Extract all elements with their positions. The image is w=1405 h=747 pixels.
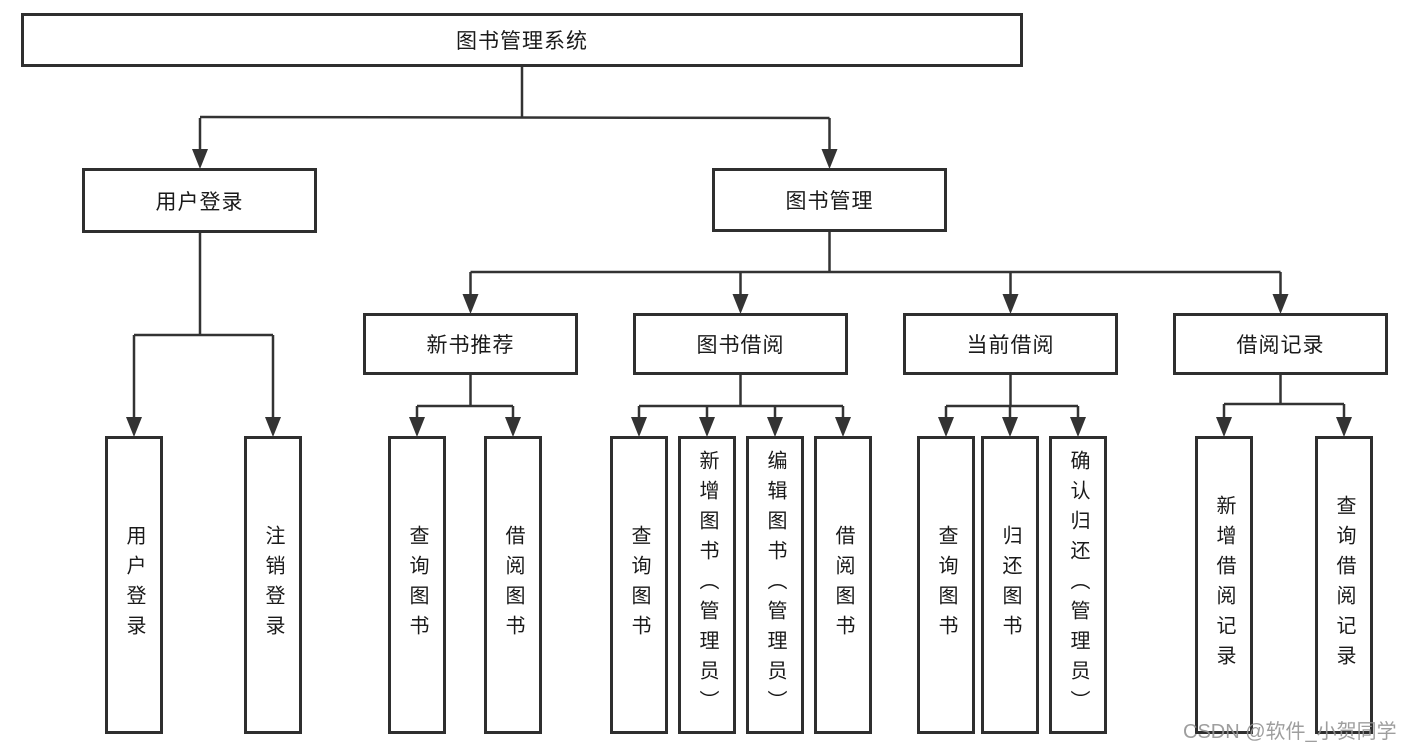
node-leaf-return-book-label: 归还图书: [999, 525, 1021, 645]
arrowhead: [126, 417, 142, 437]
node-book-management-label: 图书管理: [785, 190, 874, 213]
connector-borrowing-records-to-leaves: [1216, 375, 1352, 437]
node-leaf-add-borrow-record: 新增借阅记录: [1195, 436, 1253, 734]
node-book-management: 图书管理: [712, 168, 947, 232]
node-root: 图书管理系统: [21, 13, 1023, 67]
arrowhead: [835, 417, 851, 437]
connector-root-to-level2: [192, 67, 838, 169]
node-root-label: 图书管理系统: [456, 30, 588, 53]
node-leaf-edit-book-admin-label: 编辑图书（管理员）: [764, 450, 786, 720]
node-leaf-return-book: 归还图书: [981, 436, 1039, 734]
connector-book-borrowing-to-leaves: [631, 375, 851, 437]
arrowhead: [1070, 417, 1086, 437]
node-leaf-borrow-books-recommend: 借阅图书: [484, 436, 542, 734]
node-borrowing-records: 借阅记录: [1173, 313, 1388, 375]
connector-current-borrowing-to-leaves: [938, 375, 1086, 437]
node-borrowing-records-label: 借阅记录: [1236, 334, 1325, 357]
node-leaf-logout: 注销登录: [244, 436, 302, 734]
node-user-login-label: 用户登录: [155, 190, 244, 214]
arrowhead: [192, 149, 208, 169]
node-leaf-add-book-admin-label: 新增图书（管理员）: [696, 450, 718, 720]
arrowhead: [1336, 417, 1352, 437]
arrowhead: [505, 417, 521, 437]
node-leaf-borrow-books-recommend-label: 借阅图书: [502, 525, 524, 645]
node-leaf-add-borrow-record-label: 新增借阅记录: [1213, 495, 1235, 675]
node-leaf-edit-book-admin: 编辑图书（管理员）: [746, 436, 804, 734]
arrowhead: [1002, 417, 1018, 437]
node-leaf-query-books-borrow-label: 查询图书: [628, 525, 650, 645]
node-leaf-user-login-label: 用户登录: [123, 525, 145, 645]
node-current-borrowing-label: 当前借阅: [966, 334, 1055, 357]
connector-user-login-to-leaves: [126, 233, 281, 437]
arrowhead: [1002, 294, 1019, 314]
arrowhead: [462, 294, 479, 314]
connector-new-book-recommend-to-leaves: [409, 375, 521, 437]
node-leaf-logout-label: 注销登录: [262, 525, 284, 645]
node-leaf-confirm-return-admin: 确认归还（管理员）: [1049, 436, 1107, 734]
csdn-watermark: CSDN @软件_小贺同学: [1183, 721, 1397, 743]
node-user-login: 用户登录: [82, 168, 317, 233]
arrowhead: [821, 149, 838, 169]
node-leaf-borrow-books-borrow-label: 借阅图书: [832, 525, 854, 645]
node-new-book-recommend-label: 新书推荐: [426, 334, 515, 357]
arrowhead: [938, 417, 954, 437]
node-current-borrowing: 当前借阅: [903, 313, 1118, 375]
node-leaf-query-borrow-record-label: 查询借阅记录: [1333, 495, 1355, 675]
arrowhead: [265, 417, 281, 437]
node-leaf-query-books-borrow: 查询图书: [610, 436, 668, 734]
node-leaf-query-books-current: 查询图书: [917, 436, 975, 734]
node-leaf-user-login: 用户登录: [105, 436, 163, 734]
arrowhead: [767, 417, 783, 437]
node-new-book-recommend: 新书推荐: [363, 313, 578, 375]
arrowhead: [1272, 294, 1289, 314]
arrowhead: [631, 417, 647, 437]
node-leaf-confirm-return-admin-label: 确认归还（管理员）: [1067, 450, 1089, 720]
arrowhead: [699, 417, 715, 437]
node-leaf-borrow-books-borrow: 借阅图书: [814, 436, 872, 734]
arrowhead: [732, 294, 749, 314]
node-leaf-query-books-current-label: 查询图书: [935, 525, 957, 645]
node-leaf-add-book-admin: 新增图书（管理员）: [678, 436, 736, 734]
arrowhead: [409, 417, 425, 437]
arrowhead: [1216, 417, 1232, 437]
node-leaf-query-books-recommend-label: 查询图书: [406, 525, 428, 645]
node-book-borrowing-label: 图书借阅: [696, 334, 785, 357]
connector-book-management-to-level3: [462, 232, 1289, 314]
node-book-borrowing: 图书借阅: [633, 313, 848, 375]
node-leaf-query-books-recommend: 查询图书: [388, 436, 446, 734]
node-leaf-query-borrow-record: 查询借阅记录: [1315, 436, 1373, 734]
